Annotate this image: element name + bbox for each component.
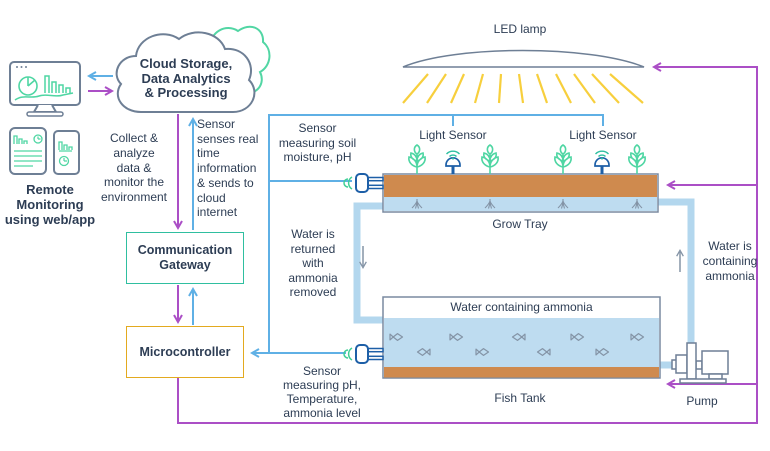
fish-icon — [475, 348, 490, 356]
pipe-return-water — [353, 202, 383, 324]
led-rays-icon — [402, 73, 644, 104]
microcontroller-label: Microcontroller — [139, 344, 231, 359]
bar-chart-icon — [44, 75, 71, 93]
trend-line-icon — [14, 92, 74, 101]
light-sensor-icon — [594, 150, 610, 174]
plant-sprout-icon — [481, 144, 499, 174]
fish-icon — [630, 333, 645, 341]
light-sensor-label-2: Light Sensor — [569, 128, 637, 142]
fish-icon — [595, 348, 610, 356]
wireless-water-sensor-icon — [343, 344, 384, 364]
fish-icon — [536, 348, 551, 356]
plants — [408, 144, 646, 174]
cloud-icon — [115, 25, 271, 113]
fish-icons — [389, 333, 645, 356]
led-lamp-label: LED lamp — [493, 22, 547, 36]
control-line-main — [177, 62, 758, 424]
fish-icon — [449, 333, 464, 341]
grow-tray — [382, 173, 659, 213]
fish-tank-water — [384, 318, 659, 367]
data-line-lightsensor-bus — [268, 114, 604, 353]
fish-icon — [389, 333, 404, 341]
control-lines — [88, 62, 758, 424]
plant-sprout-icon — [408, 144, 426, 174]
cloud-label: Cloud Storage,Data Analytics& Processing — [139, 56, 233, 100]
sensor-data-lines — [86, 71, 604, 358]
microcontroller-box: Microcontroller — [126, 326, 244, 378]
grow-tray-label: Grow Tray — [492, 217, 548, 231]
wireless-soil-sensor-icon — [343, 173, 384, 193]
plant-sprout-icon — [554, 144, 572, 174]
fish-icon — [416, 348, 431, 356]
fish-icon — [570, 333, 585, 341]
wifi-icon — [594, 150, 610, 160]
fish-tank-label: Fish Tank — [494, 391, 546, 405]
roots-icon — [411, 199, 643, 209]
flow-arrows — [359, 246, 684, 272]
light-sensor-icon — [445, 150, 461, 174]
wifi-icon — [343, 347, 353, 361]
cloud-primary-icon — [115, 31, 256, 113]
fish-icon — [511, 333, 526, 341]
fish-tank — [382, 296, 661, 379]
tank-water-label: Water containing ammonia — [450, 300, 593, 314]
light-sensors — [445, 150, 610, 174]
communication-gateway-box: Communication Gateway — [126, 232, 244, 284]
led-lamp-icon — [402, 49, 645, 104]
fish-tank-bottom — [384, 367, 659, 378]
wifi-icon — [343, 176, 353, 190]
communication-gateway-label: Communication Gateway — [137, 243, 233, 272]
pump-label: Pump — [686, 394, 718, 408]
monitor-with-charts-icon — [9, 61, 81, 117]
light-sensor-label-1: Light Sensor — [419, 128, 487, 142]
tablet-icon — [9, 127, 47, 175]
wifi-icon — [445, 150, 461, 160]
grow-tray-water — [384, 197, 657, 211]
phone-icon — [53, 130, 80, 175]
pump-icon — [671, 342, 729, 384]
grow-tray-soil — [384, 175, 657, 197]
plant-sprout-icon — [628, 144, 646, 174]
pipe-water-to-tray — [658, 198, 695, 346]
